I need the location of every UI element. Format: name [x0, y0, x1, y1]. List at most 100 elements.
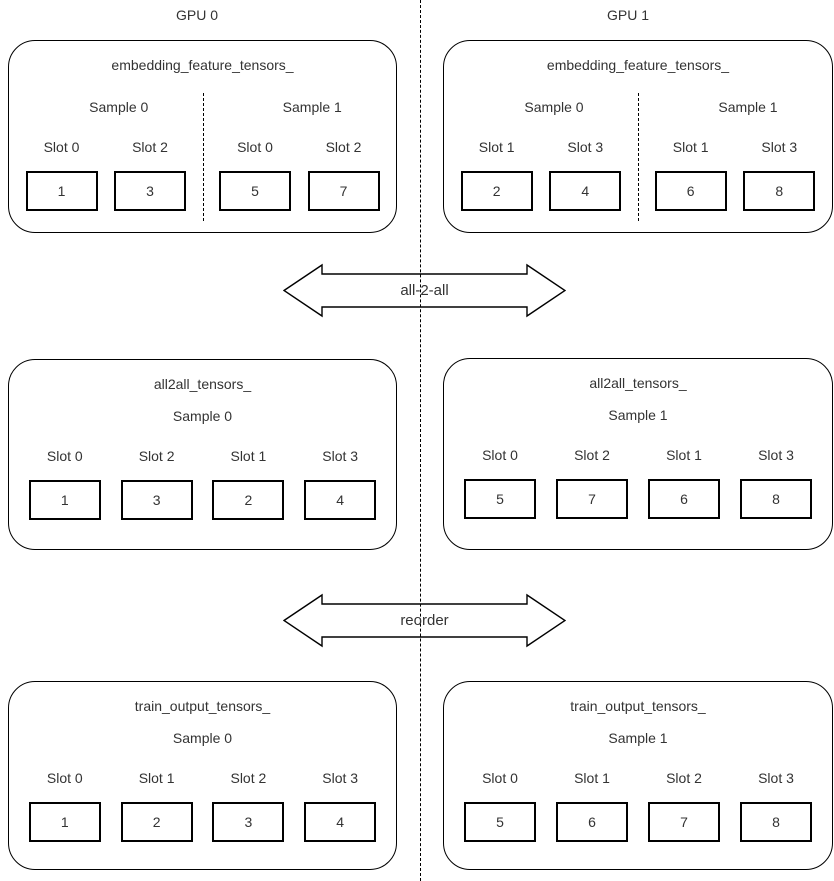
slot-value-cell: 2: [120, 802, 193, 842]
slot-value-cell: 5: [219, 171, 291, 211]
sample-label: Sample 0: [89, 99, 149, 115]
reorder-arrow: reorder: [283, 590, 566, 651]
slot-value-cell: 1: [25, 171, 98, 211]
slot-column: Slot 0 1: [28, 448, 101, 520]
slot-label: Slot 3: [322, 448, 359, 464]
slot-label: Slot 2: [325, 139, 362, 155]
slots-row: Slot 0 5 Slot 1 6 Slot 2 7 Slot 3 8: [444, 770, 832, 842]
slots-row: Slot 1 6 Slot 3 8: [638, 139, 832, 211]
slot-value-cell: 8: [740, 479, 812, 519]
slot-value-cell: 2: [212, 480, 285, 520]
slot-column: Slot 1 2: [460, 139, 533, 211]
slot-column: Slot 3 8: [740, 447, 812, 519]
slot-column: Slot 2 7: [648, 770, 720, 842]
slot-value-cell: 4: [304, 480, 377, 520]
slot-value-cell: 6: [654, 171, 727, 211]
slot-column: Slot 3 8: [743, 139, 816, 211]
slot-column: Slot 3 8: [740, 770, 812, 842]
slot-label: Slot 1: [672, 139, 709, 155]
box-title: train_output_tensors_: [570, 698, 706, 714]
slot-value-cell: 7: [307, 171, 380, 211]
slot-value-cell: 3: [114, 171, 186, 211]
slot-value-cell: 8: [740, 802, 812, 842]
sample1-group: Sample 1 Slot 1 6 Slot 3 8: [638, 41, 832, 232]
slot-value-cell: 1: [28, 480, 101, 520]
box-title: all2all_tensors_: [153, 376, 252, 392]
double-arrow-icon: [283, 263, 566, 318]
slot-label: Slot 0: [482, 447, 518, 463]
sample-divider-dashed-line: [638, 93, 639, 221]
all2all-arrow: all-2-all: [283, 260, 566, 321]
slot-column: Slot 2 7: [307, 139, 380, 211]
sample0-group: Sample 0 Slot 1 2 Slot 3 4: [444, 41, 638, 232]
slot-label: Slot 1: [478, 139, 515, 155]
slot-label: Slot 1: [138, 770, 175, 786]
gpu0-label: GPU 0: [175, 7, 218, 23]
slot-column: Slot 3 4: [549, 139, 622, 211]
slot-label: Slot 2: [574, 447, 610, 463]
slot-value-cell: 8: [743, 171, 816, 211]
slot-label: Slot 3: [758, 770, 794, 786]
sample-label: Sample 0: [172, 408, 233, 424]
slot-column: Slot 0 5: [464, 770, 536, 842]
slot-column: Slot 3 4: [304, 448, 377, 520]
embedding-feature-tensors-gpu1-box: embedding_feature_tensors_ Sample 0 Slot…: [443, 40, 833, 233]
slots-row: Slot 0 5 Slot 2 7: [203, 139, 397, 211]
slot-column: Slot 3 4: [304, 770, 377, 842]
slot-label: Slot 3: [322, 770, 359, 786]
train-output-tensors-gpu0-box: train_output_tensors_ Sample 0 Slot 0 1 …: [8, 681, 397, 870]
slot-value-cell: 4: [549, 171, 622, 211]
box-title: all2all_tensors_: [589, 375, 687, 391]
slot-column: Slot 0 5: [219, 139, 291, 211]
slot-column: Slot 1 6: [648, 447, 720, 519]
box-title: train_output_tensors_: [134, 698, 271, 714]
sample-label: Sample 1: [282, 99, 342, 115]
slots-row: Slot 1 2 Slot 3 4: [444, 139, 638, 211]
double-arrow-icon: [283, 593, 566, 648]
slot-value-cell: 3: [212, 802, 285, 842]
slot-column: Slot 2 3: [212, 770, 285, 842]
slot-value-cell: 5: [464, 479, 536, 519]
slots-row: Slot 0 1 Slot 2 3 Slot 1 2 Slot 3 4: [9, 448, 396, 520]
slot-column: Slot 2 3: [114, 139, 186, 211]
embedding-feature-tensors-gpu0-box: embedding_feature_tensors_ Sample 0 Slot…: [8, 40, 397, 233]
slot-value-cell: 2: [460, 171, 533, 211]
slot-value-cell: 5: [464, 802, 536, 842]
sample0-group: Sample 0 Slot 0 1 Slot 2 3: [9, 41, 203, 232]
slot-label: Slot 2: [138, 448, 175, 464]
slots-row: Slot 0 1 Slot 2 3: [9, 139, 203, 211]
slot-value-cell: 3: [120, 480, 193, 520]
all2all-tensors-gpu0-box: all2all_tensors_ Sample 0 Slot 0 1 Slot …: [8, 359, 397, 550]
slots-row: Slot 0 1 Slot 1 2 Slot 2 3 Slot 3 4: [9, 770, 396, 842]
slot-label: Slot 0: [46, 448, 83, 464]
slot-label: Slot 1: [574, 770, 610, 786]
slot-label: Slot 0: [46, 770, 83, 786]
sample1-group: Sample 1 Slot 0 5 Slot 2 7: [203, 41, 397, 232]
slot-column: Slot 0 5: [464, 447, 536, 519]
slot-label: Slot 3: [758, 447, 794, 463]
slot-label: Slot 2: [132, 139, 168, 155]
slot-column: Slot 1 6: [556, 770, 628, 842]
slot-value-cell: 1: [28, 802, 101, 842]
slot-label: Slot 2: [230, 770, 267, 786]
slot-label: Slot 0: [482, 770, 518, 786]
slots-row: Slot 0 5 Slot 2 7 Slot 1 6 Slot 3 8: [444, 447, 832, 519]
box-title: embedding_feature_tensors_: [546, 57, 730, 73]
sample-label: Sample 1: [608, 730, 668, 746]
slot-label: Slot 2: [666, 770, 702, 786]
slot-column: Slot 1 2: [120, 770, 193, 842]
slot-label: Slot 0: [237, 139, 273, 155]
slot-column: Slot 1 2: [212, 448, 285, 520]
gpu-boundary-dashed-line: [420, 0, 421, 881]
sample-label: Sample 0: [524, 99, 584, 115]
slot-value-cell: 6: [556, 802, 628, 842]
slot-label: Slot 1: [230, 448, 267, 464]
slot-label: Slot 3: [761, 139, 798, 155]
slot-column: Slot 1 6: [654, 139, 727, 211]
slot-label: Slot 3: [567, 139, 604, 155]
sample-divider-dashed-line: [202, 93, 204, 221]
sample-label: Sample 1: [718, 99, 778, 115]
slot-value-cell: 6: [648, 479, 720, 519]
slot-column: Slot 2 7: [556, 447, 628, 519]
